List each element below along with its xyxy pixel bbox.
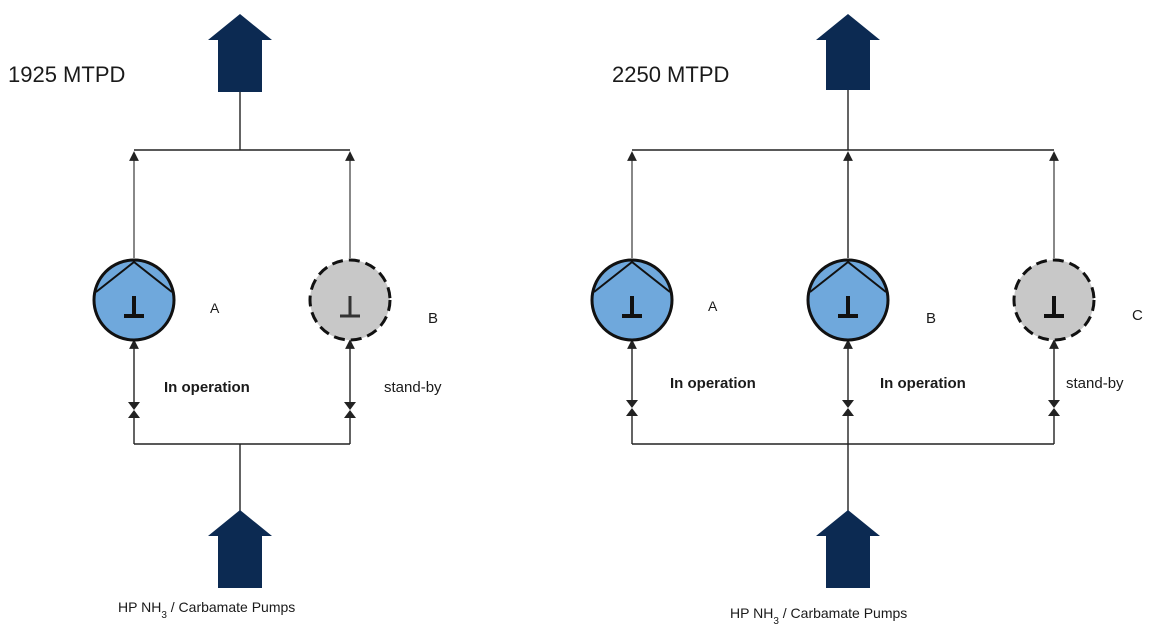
right-valve-b bbox=[842, 400, 854, 416]
right-status-c: stand-by bbox=[1066, 375, 1124, 392]
right-valve-c bbox=[1048, 400, 1060, 416]
right-pump-c bbox=[1012, 258, 1096, 342]
right-panel: 2250 MTPD A B bbox=[590, 14, 1143, 625]
left-capacity-label: 1925 MTPD bbox=[8, 62, 125, 87]
right-pump-b-label: B bbox=[926, 310, 936, 327]
left-pump-a bbox=[92, 258, 176, 342]
right-status-a: In operation bbox=[670, 375, 756, 392]
left-valve-a bbox=[128, 402, 140, 418]
right-capacity-label: 2250 MTPD bbox=[612, 62, 729, 87]
left-status-b: stand-by bbox=[384, 379, 442, 396]
left-valve-b bbox=[344, 402, 356, 418]
left-status-a: In operation bbox=[164, 379, 250, 396]
right-valve-a bbox=[626, 400, 638, 416]
left-inlet-arrow bbox=[208, 510, 272, 588]
left-outlet-arrow bbox=[208, 14, 272, 92]
left-panel: 1925 MTPD A B In operation stand-by bbox=[8, 14, 442, 621]
right-pump-b bbox=[806, 258, 890, 342]
right-outlet-arrow bbox=[816, 14, 880, 90]
right-pump-c-label: C bbox=[1132, 307, 1143, 324]
left-pump-b-label: B bbox=[428, 310, 438, 327]
right-inlet-arrow bbox=[816, 510, 880, 588]
left-pump-a-label: A bbox=[210, 300, 220, 316]
right-status-b: In operation bbox=[880, 375, 966, 392]
left-pump-b bbox=[308, 258, 392, 342]
right-footer: HP NH3 / Carbamate Pumps bbox=[730, 605, 907, 625]
right-pump-a-label: A bbox=[708, 298, 718, 314]
left-footer: HP NH3 / Carbamate Pumps bbox=[118, 599, 295, 621]
right-pump-a bbox=[590, 258, 674, 342]
